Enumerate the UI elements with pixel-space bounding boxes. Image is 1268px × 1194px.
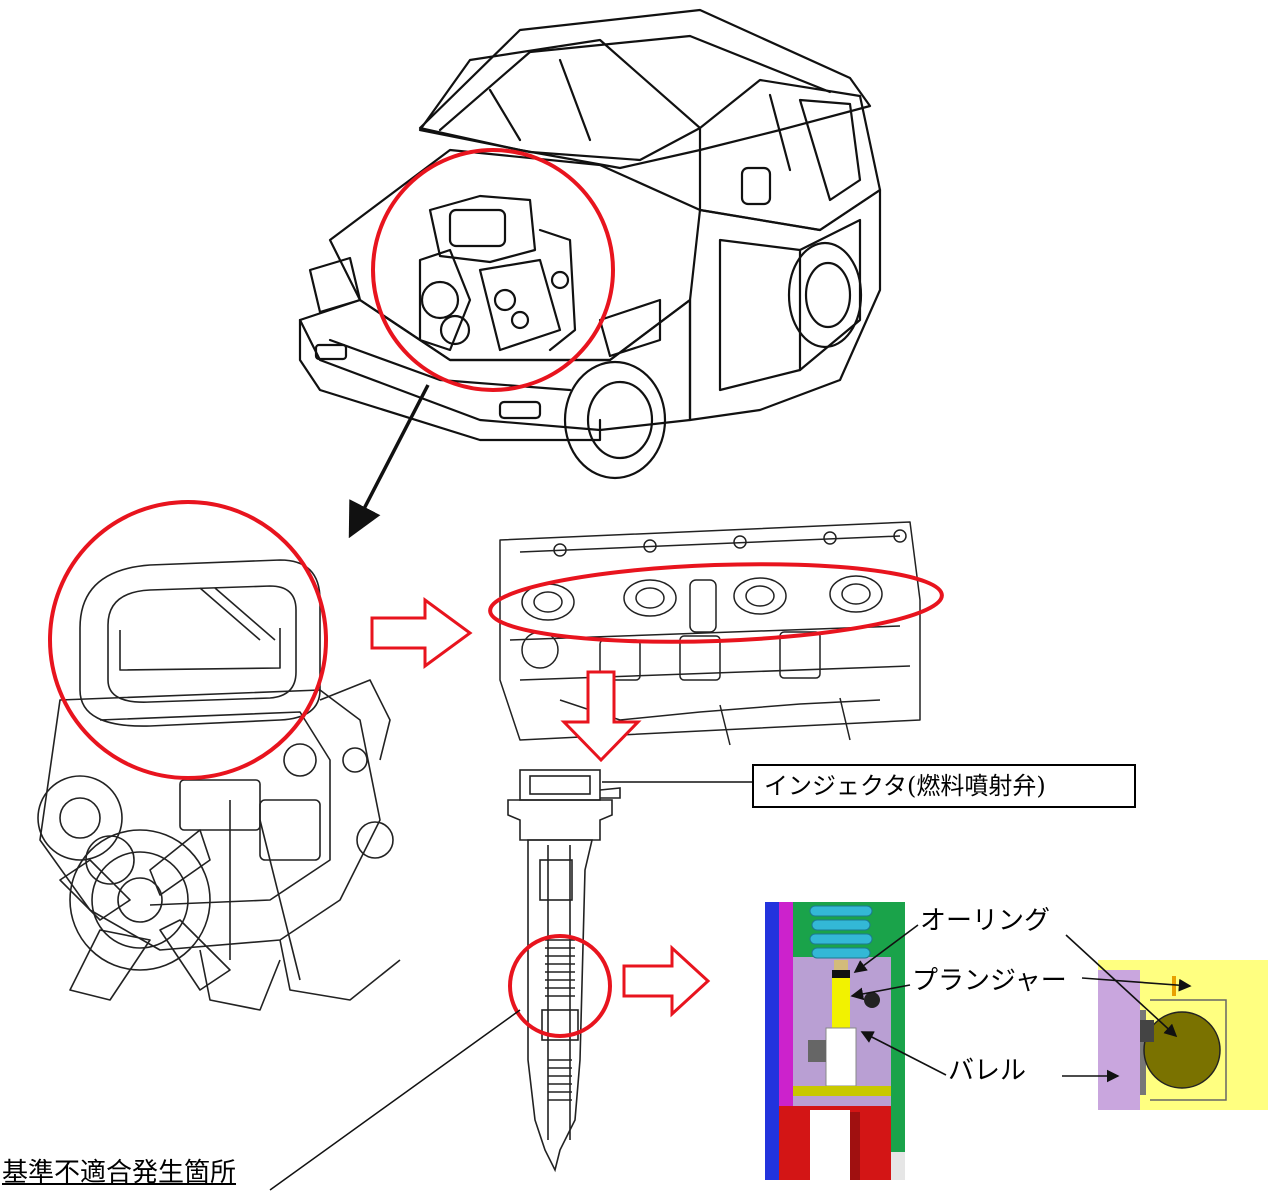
nonconformity-pointer-line <box>269 1009 521 1191</box>
injector-label: インジェクタ(燃料噴射弁) <box>752 764 1136 808</box>
vehicle-illustration <box>298 8 882 480</box>
injector-cross-section <box>507 769 621 1173</box>
injector-detail-color <box>765 902 905 1190</box>
barrel-label: バレル <box>948 1056 1027 1086</box>
head-to-injector-arrow <box>560 670 642 763</box>
injector-row-highlight-ellipse <box>488 562 944 644</box>
oring-label: オーリング <box>920 906 1051 936</box>
air-cleaner-highlight-circle <box>48 500 328 780</box>
plunger-area-highlight-circle <box>508 934 612 1038</box>
vehicle-to-engine-arrow <box>348 384 430 539</box>
engine-bay-highlight-circle <box>371 148 615 392</box>
injector-to-detail-arrow <box>622 944 711 1018</box>
cylinder-head-illustration <box>499 521 921 746</box>
oring-detail-color <box>1098 960 1268 1110</box>
plunger-label: プランジャー <box>912 966 1067 996</box>
nonconformity-location-label: 基準不適合発生箇所 <box>2 1158 237 1188</box>
engine-to-head-arrow <box>370 597 473 669</box>
engine-illustration <box>37 559 401 1011</box>
label-pointers <box>850 924 1192 1083</box>
